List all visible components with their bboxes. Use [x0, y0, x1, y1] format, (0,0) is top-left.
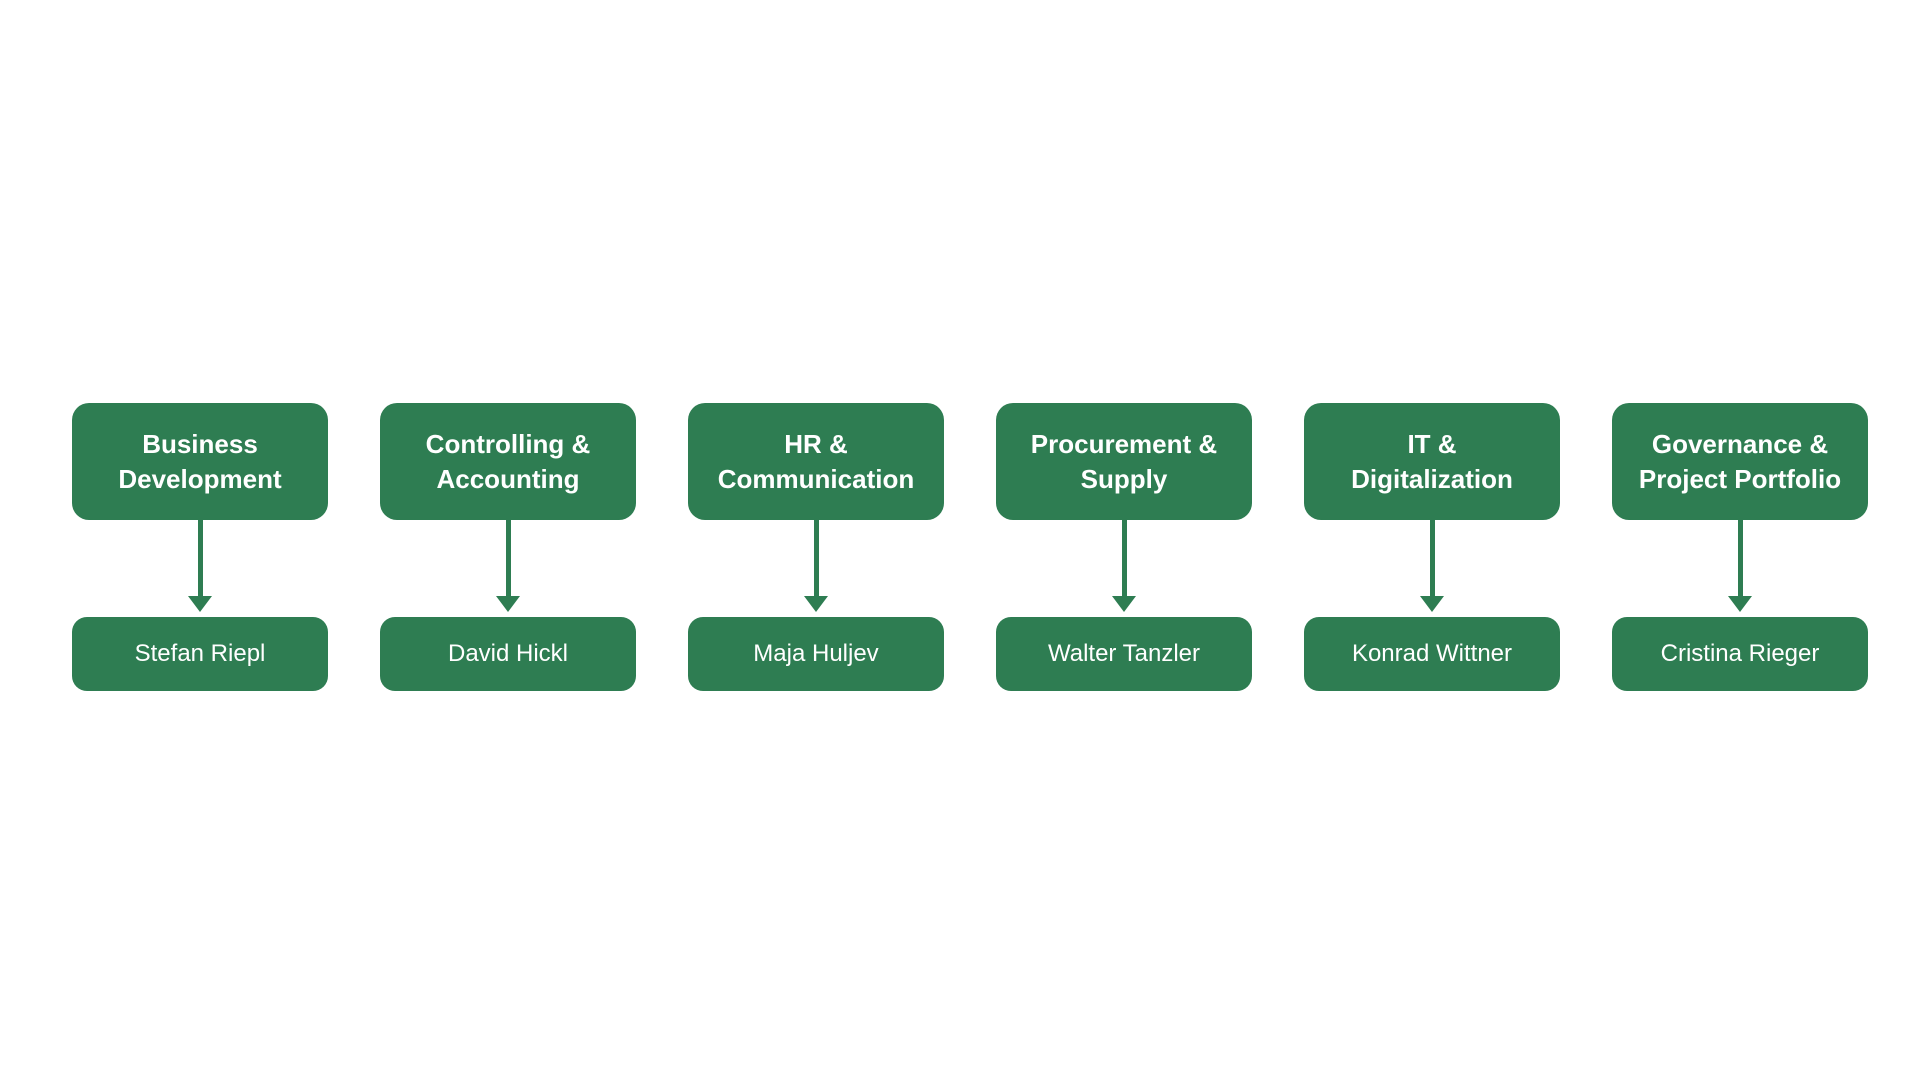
org-chart-row: Business Development Stefan Riepl Contro… [72, 403, 1868, 691]
arrow-shaft [505, 520, 511, 596]
arrow-shaft [1429, 520, 1435, 596]
manager-node: Konrad Wittner [1304, 617, 1560, 691]
manager-name-label: Maja Huljev [753, 640, 879, 667]
manager-name-label: Stefan Riepl [134, 640, 266, 667]
manager-node: Walter Tanzler [996, 617, 1252, 691]
org-column-governance-project-portfolio: Governance & Project Portfolio Cristina … [1612, 403, 1868, 691]
department-node: Controlling & Accounting [380, 403, 636, 520]
org-column-business-development: Business Development Stefan Riepl [72, 403, 328, 691]
department-node: Governance & Project Portfolio [1612, 403, 1868, 520]
connector-arrow [1112, 520, 1136, 617]
department-label: HR & Communication [717, 428, 915, 494]
manager-name-label: Cristina Rieger [1660, 640, 1820, 667]
department-label: Controlling & Accounting [425, 428, 591, 494]
department-label: IT & Digitalization [1351, 428, 1513, 494]
connector-arrow [1728, 520, 1752, 617]
manager-name-label: David Hickl [447, 640, 569, 667]
department-node: Business Development [72, 403, 328, 520]
arrowhead-icon [1728, 596, 1752, 612]
org-column-it-digitalization: IT & Digitalization Konrad Wittner [1304, 403, 1560, 691]
connector-arrow [496, 520, 520, 617]
department-label: Business Development [118, 428, 282, 494]
arrow-shaft [197, 520, 203, 596]
arrowhead-icon [804, 596, 828, 612]
arrowhead-icon [1112, 596, 1136, 612]
department-node: Procurement & Supply [996, 403, 1252, 520]
manager-name-label: Konrad Wittner [1351, 640, 1513, 667]
connector-arrow [188, 520, 212, 617]
manager-node: Stefan Riepl [72, 617, 328, 691]
org-column-procurement-supply: Procurement & Supply Walter Tanzler [996, 403, 1252, 691]
manager-node: Maja Huljev [688, 617, 944, 691]
manager-node: Cristina Rieger [1612, 617, 1868, 691]
connector-arrow [804, 520, 828, 617]
connector-arrow [1420, 520, 1444, 617]
arrow-shaft [813, 520, 819, 596]
org-column-controlling-accounting: Controlling & Accounting David Hickl [380, 403, 636, 691]
manager-name-label: Walter Tanzler [1047, 640, 1201, 667]
arrow-shaft [1737, 520, 1743, 596]
arrowhead-icon [1420, 596, 1444, 612]
department-label: Governance & Project Portfolio [1638, 428, 1842, 494]
manager-node: David Hickl [380, 617, 636, 691]
arrow-shaft [1121, 520, 1127, 596]
department-node: IT & Digitalization [1304, 403, 1560, 520]
arrowhead-icon [188, 596, 212, 612]
arrowhead-icon [496, 596, 520, 612]
department-node: HR & Communication [688, 403, 944, 520]
department-label: Procurement & Supply [1030, 428, 1218, 494]
org-column-hr-communication: HR & Communication Maja Huljev [688, 403, 944, 691]
